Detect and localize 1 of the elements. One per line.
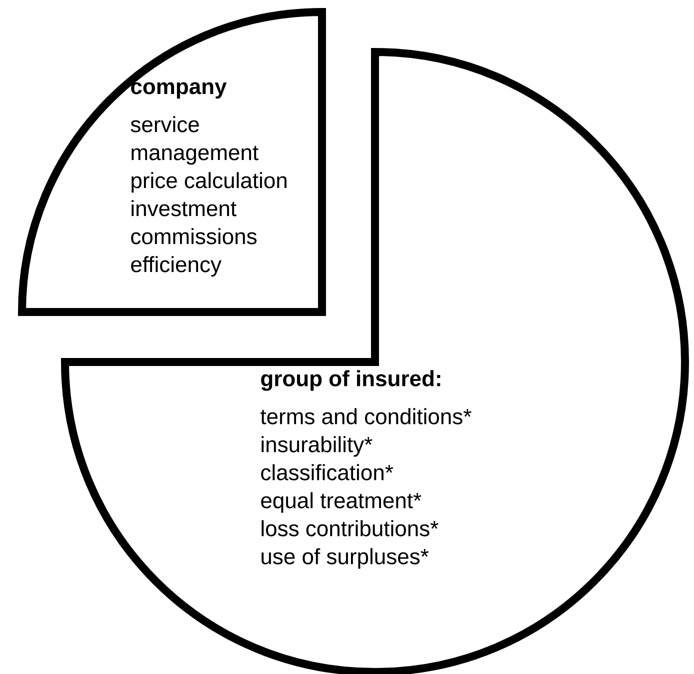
pie-sector: company service management price calculation investment commissions efficiency: [18, 8, 326, 316]
